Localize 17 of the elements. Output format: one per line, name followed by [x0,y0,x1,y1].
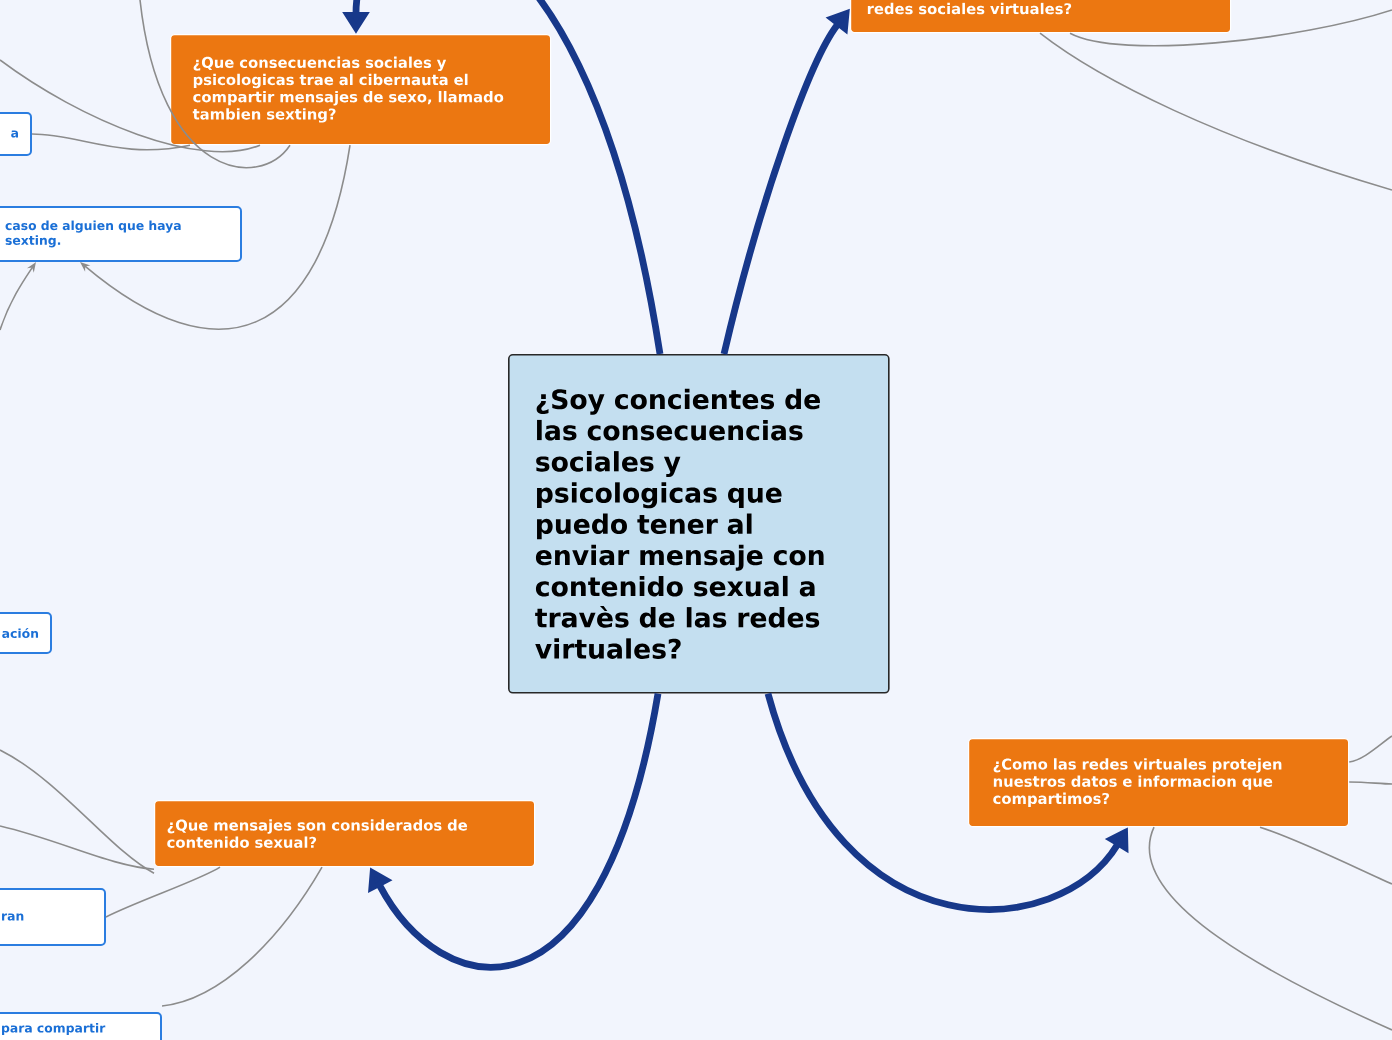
central-topic-box: ¿Soy concientes de las consecuencias sociales y psicologicas que puedo tener al enviar mensaje con contenido sexual a travès de las redes virtuales? [508,354,890,694]
connector-line [0,825,155,870]
connector-line [0,749,155,874]
connector-line [1148,826,1392,1031]
connector-line [1348,735,1392,763]
connector-line [1259,826,1392,885]
arrow [368,692,662,971]
arrow [764,692,1129,913]
connector-line [31,133,191,151]
connector-line [161,866,323,1007]
connector-line [1039,32,1392,191]
connector-line [1069,9,1392,47]
connector-line [105,866,221,918]
connector-line [1348,781,1392,785]
connector-line [139,0,291,169]
arrow [80,144,351,330]
connector-line [0,59,261,153]
